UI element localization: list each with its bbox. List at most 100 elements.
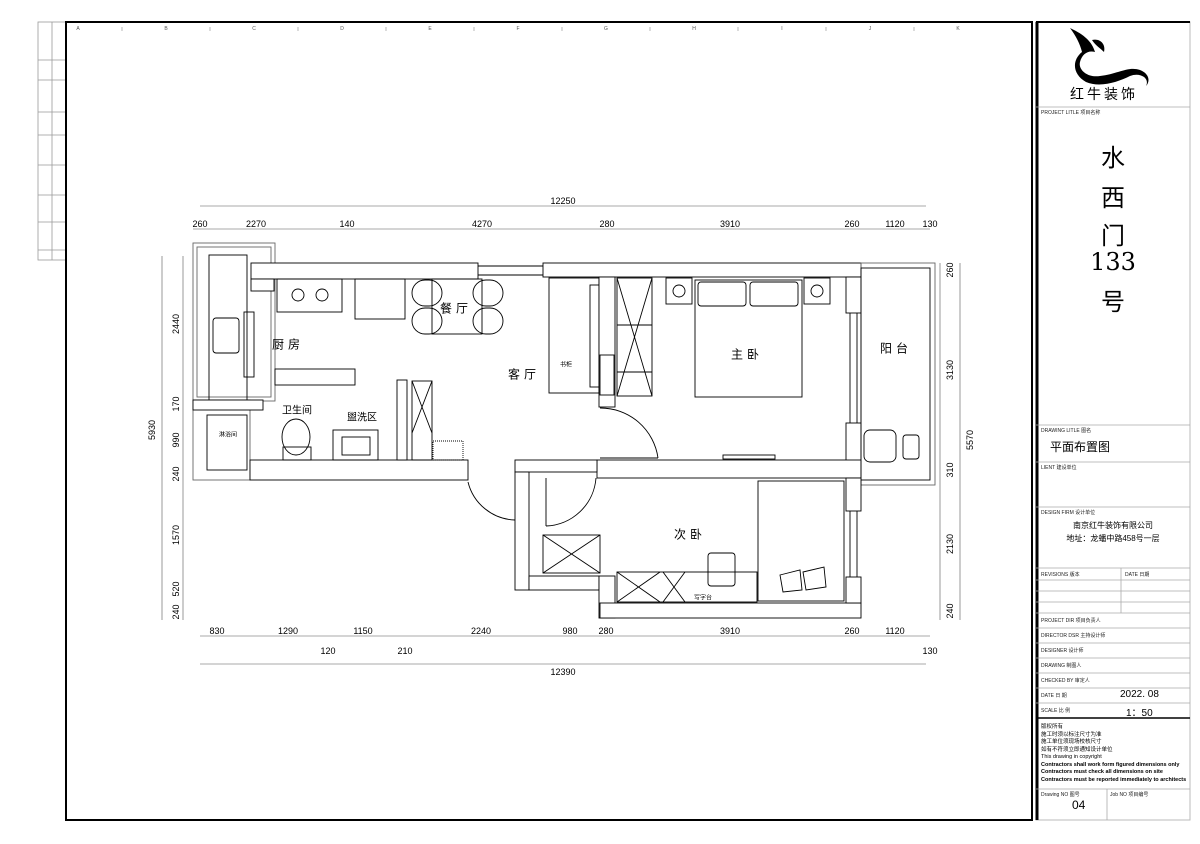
dim-top: 1120	[885, 219, 905, 229]
drawing-title-label: DRAWING LITLE 图名	[1041, 428, 1092, 434]
date-label: DATE 日 期	[1041, 693, 1067, 699]
grid-letter: B	[164, 26, 168, 32]
room-shower: 淋浴间	[218, 432, 238, 439]
company-address: 地址：龙蟠中路458号一层	[1066, 534, 1160, 543]
dim-bottom: 2240	[470, 626, 492, 636]
dim-bottom: 1290	[277, 626, 299, 636]
label-desk: 写字台	[693, 595, 713, 602]
note-line: 施工单位须现场校核尺寸	[1041, 739, 1102, 745]
dim-right: 240	[945, 603, 955, 619]
dim-right-total: 5570	[965, 429, 975, 451]
scale-label: SCALE 比 例	[1041, 708, 1071, 714]
project-name-part: 水	[1101, 144, 1125, 172]
dim-bottom-total: 12390	[550, 667, 576, 677]
revisions-date-label: DATE 日期	[1125, 572, 1150, 578]
room-living: 客厅	[507, 367, 541, 382]
dim-bottom: 1120	[885, 626, 905, 636]
dim-left-total: 5930	[147, 419, 157, 441]
dim-right: 3130	[945, 359, 955, 381]
project-name-part: 西	[1101, 184, 1125, 212]
room-balcony: 阳台	[879, 341, 913, 356]
note-line: Contractors must check all dimensions on…	[1041, 769, 1163, 775]
drawing-no-label: Drawing NO 图号	[1041, 792, 1080, 798]
grid-letter: H	[692, 26, 696, 32]
note-line: 版权所有	[1041, 724, 1064, 730]
dim-top: 280	[599, 219, 615, 229]
job-no-label: Job NO 项目编号	[1110, 792, 1149, 798]
drawing-title: 平面布置图	[1050, 440, 1111, 454]
dim-top: 260	[192, 219, 208, 229]
dim-right: 260	[945, 262, 955, 278]
dim-bottom: 830	[209, 626, 225, 636]
project-name-part: 133	[1090, 248, 1136, 276]
dim-left: 520	[171, 581, 181, 597]
room-wash-area: 盥洗区	[347, 412, 377, 424]
brand-name: 红牛装饰	[1070, 86, 1138, 102]
grid-letter: G	[604, 26, 608, 32]
room-kitchen: 厨房	[271, 337, 305, 352]
dim-top: 3910	[719, 219, 741, 229]
dim-left: 240	[171, 466, 181, 482]
grid-letter: C	[252, 26, 256, 32]
dim-left: 170	[171, 396, 181, 412]
note-line: 如有不符须立即通知设计单位	[1041, 746, 1113, 753]
drawing-label: DRAWING 制图人	[1041, 663, 1082, 669]
grid-letter: F	[516, 26, 520, 32]
label-bookcase: 书柜	[559, 362, 573, 369]
company-name: 南京红牛装饰有限公司	[1073, 521, 1153, 530]
room-master-bedroom: 主卧	[730, 347, 764, 362]
dim-top-total: 12250	[550, 196, 576, 206]
grid-letter: J	[868, 26, 872, 32]
grid-letter: K	[956, 26, 960, 32]
note-line: 施工时须以标注尺寸为准	[1041, 731, 1102, 738]
dim-bottom-second: 210	[397, 646, 413, 656]
director-label: DIRECTOR DSR 主持设计师	[1041, 633, 1106, 639]
project-title-label: PROJECT LITLE 项目名称	[1041, 110, 1101, 116]
dim-bottom: 1150	[353, 626, 373, 636]
design-firm-label: DESIGN FIRM 设计单位	[1041, 510, 1096, 516]
grid-ticks	[121, 27, 915, 31]
grid-letter: D	[340, 26, 344, 32]
date-value: 2022. 08	[1120, 689, 1159, 700]
grid-letter: I	[781, 26, 783, 32]
dim-top: 140	[339, 219, 355, 229]
dim-top: 4270	[471, 219, 493, 229]
dim-top: 260	[844, 219, 860, 229]
project-dir-label: PROJECT DIR 项目负责人	[1041, 618, 1101, 624]
drawing-no: 04	[1072, 798, 1086, 812]
dim-bottom: 260	[844, 626, 860, 636]
grid-letter: A	[76, 26, 80, 32]
room-dining: 餐厅	[439, 301, 473, 316]
dim-left: 1570	[171, 524, 181, 546]
title-block-lines	[1035, 21, 1191, 821]
project-name-part: 门	[1101, 222, 1125, 250]
designer-label: DESIGNER 设计师	[1041, 648, 1084, 654]
dim-top: 130	[922, 219, 938, 229]
dim-left: 2440	[171, 313, 181, 335]
dim-right: 2130	[945, 533, 955, 555]
checked-label: CHECKED BY 审定人	[1041, 678, 1090, 684]
note-line: This drawing in copyright	[1041, 754, 1102, 760]
note-line: Contractors shall work form figured dime…	[1041, 761, 1180, 768]
project-name-part: 号	[1101, 288, 1125, 316]
brand-logo	[1070, 28, 1149, 86]
revisions-label: REVISIONS 版本	[1041, 572, 1080, 578]
room-bathroom: 卫生间	[282, 405, 312, 417]
scale-value: 1：50	[1126, 708, 1153, 719]
note-line: Contractors must be reported immediately…	[1041, 776, 1187, 783]
dim-bottom: 280	[598, 626, 614, 636]
dim-bottom-second: 120	[320, 646, 336, 656]
dimension-lines	[161, 205, 961, 665]
dim-left: 240	[171, 604, 181, 620]
dim-bottom: 3910	[719, 626, 741, 636]
client-label: LIENT 建设单位	[1041, 465, 1077, 471]
dim-bottom-second: 130	[922, 646, 938, 656]
dim-left: 990	[171, 432, 181, 448]
room-second-bedroom: 次卧	[673, 527, 707, 542]
dim-bottom: 980	[562, 626, 578, 636]
drawing-frame	[65, 21, 1033, 821]
grid-letter: E	[428, 26, 432, 32]
floor-plan	[192, 242, 936, 619]
